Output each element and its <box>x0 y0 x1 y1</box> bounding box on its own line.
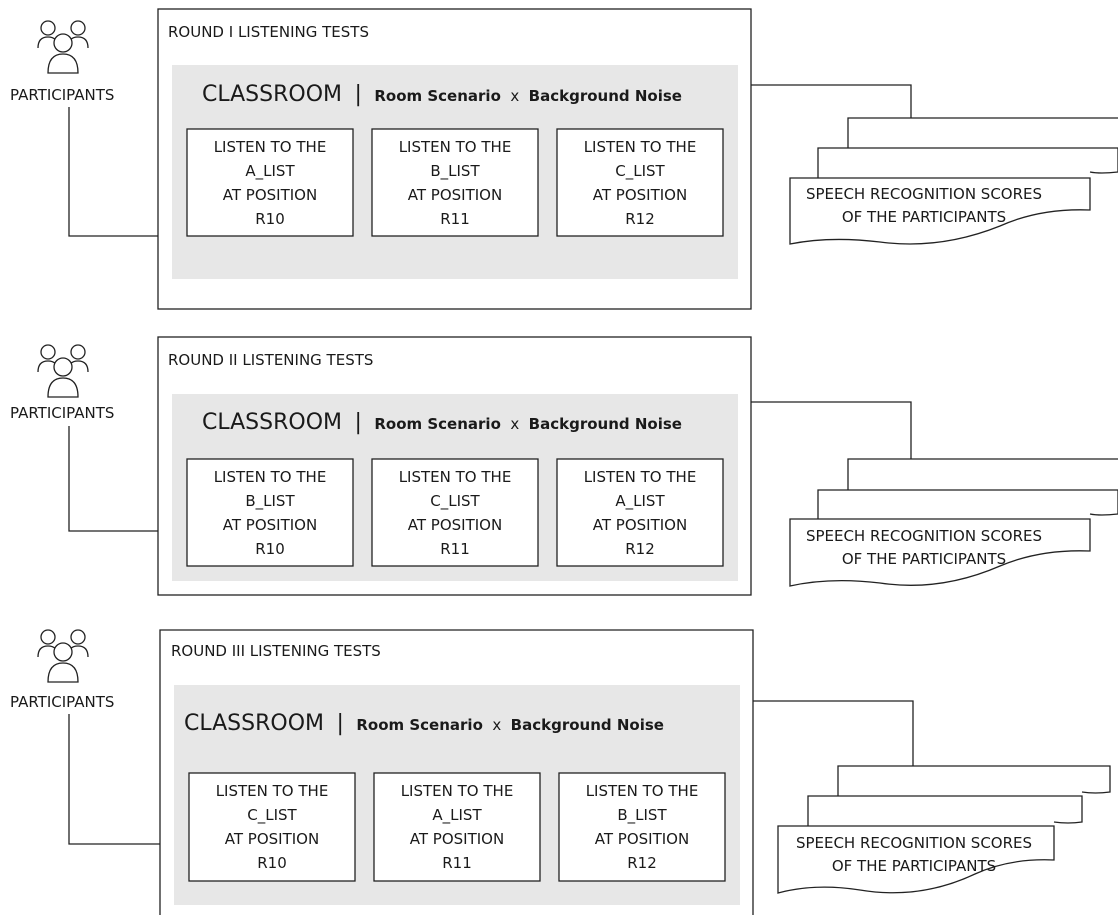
room-scenario-label: Room Scenario <box>374 415 501 433</box>
task-position: R12 <box>627 854 657 872</box>
task-position: R12 <box>625 210 655 228</box>
task-box: LISTEN TO THE A_LIST AT POSITION R10 <box>186 128 354 237</box>
task-list-name: B_LIST <box>245 492 295 511</box>
scores-line-2: OF THE PARTICIPANTS <box>842 208 1006 226</box>
task-position: R12 <box>625 540 655 558</box>
task-box: LISTEN TO THE B_LIST AT POSITION R10 <box>186 458 354 567</box>
task-line-1: LISTEN TO THE <box>584 468 697 486</box>
task-list-name: A_LIST <box>615 492 665 511</box>
task-line-1: LISTEN TO THE <box>586 782 699 800</box>
task-position: R11 <box>440 540 470 558</box>
scores-document <box>777 825 1055 894</box>
scores-document-stack: SPEECH RECOGNITION SCORES OF THE PARTICI… <box>789 458 1118 587</box>
task-box: LISTEN TO THE C_LIST AT POSITION R11 <box>371 458 539 567</box>
round-title: ROUND I LISTENING TESTS <box>168 23 369 41</box>
task-box: LISTEN TO THE A_LIST AT POSITION R12 <box>556 458 724 567</box>
task-box: LISTEN TO THE C_LIST AT POSITION R10 <box>188 772 356 882</box>
participants-connector <box>68 107 158 237</box>
task-box: LISTEN TO THE C_LIST AT POSITION R12 <box>556 128 724 237</box>
task-line-1: LISTEN TO THE <box>399 138 512 156</box>
task-line-3: AT POSITION <box>593 516 687 534</box>
scores-line-1: SPEECH RECOGNITION SCORES <box>796 834 1032 852</box>
round-title: ROUND III LISTENING TESTS <box>171 642 381 660</box>
task-position: R10 <box>255 210 285 228</box>
times-symbol: x <box>510 415 519 433</box>
classroom-heading: CLASSROOM | Room Scenario x Background N… <box>184 711 664 736</box>
task-line-1: LISTEN TO THE <box>401 782 514 800</box>
room-scenario-label: Room Scenario <box>374 87 501 105</box>
task-line-1: LISTEN TO THE <box>216 782 329 800</box>
classroom-label: CLASSROOM <box>202 410 342 435</box>
participants-icon <box>37 20 89 74</box>
scores-line-2: OF THE PARTICIPANTS <box>832 857 996 875</box>
task-line-3: AT POSITION <box>225 830 319 848</box>
scores-connector <box>751 401 912 459</box>
scores-document <box>789 518 1091 587</box>
times-symbol: x <box>492 716 501 734</box>
task-position: R10 <box>257 854 287 872</box>
task-list-name: C_LIST <box>430 492 480 511</box>
task-box: LISTEN TO THE B_LIST AT POSITION R11 <box>371 128 539 237</box>
times-symbol: x <box>510 87 519 105</box>
scores-line-1: SPEECH RECOGNITION SCORES <box>806 185 1042 203</box>
scores-document <box>789 177 1091 245</box>
task-list-name: A_LIST <box>245 162 295 181</box>
classroom-label: CLASSROOM <box>202 82 342 107</box>
scores-document-stack: SPEECH RECOGNITION SCORES OF THE PARTICI… <box>789 117 1118 245</box>
scores-line-2: OF THE PARTICIPANTS <box>842 550 1006 568</box>
task-line-3: AT POSITION <box>223 516 317 534</box>
task-list-name: B_LIST <box>617 806 667 825</box>
task-box: LISTEN TO THE B_LIST AT POSITION R12 <box>558 772 726 882</box>
scores-connector <box>753 700 914 766</box>
task-list-name: A_LIST <box>432 806 482 825</box>
participants-icon <box>37 629 89 683</box>
scores-line-1: SPEECH RECOGNITION SCORES <box>806 527 1042 545</box>
classroom-heading: CLASSROOM | Room Scenario x Background N… <box>202 410 682 435</box>
separator: | <box>336 711 343 736</box>
round-3: PARTICIPANTS ROUND III LISTENING TESTS C… <box>10 629 1111 915</box>
separator: | <box>354 410 361 435</box>
task-list-name: C_LIST <box>247 806 297 825</box>
task-line-3: AT POSITION <box>223 186 317 204</box>
scores-connector <box>751 84 912 118</box>
task-box: LISTEN TO THE A_LIST AT POSITION R11 <box>373 772 541 882</box>
task-list-name: C_LIST <box>615 162 665 181</box>
participants-connector <box>68 426 158 532</box>
background-noise-label: Background Noise <box>529 87 682 105</box>
background-noise-label: Background Noise <box>511 716 664 734</box>
separator: | <box>354 82 361 107</box>
classroom-heading: CLASSROOM | Room Scenario x Background N… <box>202 82 682 107</box>
task-line-1: LISTEN TO THE <box>399 468 512 486</box>
task-position: R11 <box>440 210 470 228</box>
task-position: R11 <box>442 854 472 872</box>
participants-label: PARTICIPANTS <box>10 404 114 422</box>
task-line-1: LISTEN TO THE <box>584 138 697 156</box>
task-line-1: LISTEN TO THE <box>214 468 327 486</box>
participants-label: PARTICIPANTS <box>10 693 114 711</box>
task-line-1: LISTEN TO THE <box>214 138 327 156</box>
task-line-3: AT POSITION <box>593 186 687 204</box>
room-scenario-label: Room Scenario <box>356 716 483 734</box>
task-line-3: AT POSITION <box>408 516 502 534</box>
task-line-3: AT POSITION <box>408 186 502 204</box>
participants-label: PARTICIPANTS <box>10 86 114 104</box>
participants-connector <box>68 714 160 845</box>
round-title: ROUND II LISTENING TESTS <box>168 351 373 369</box>
task-position: R10 <box>255 540 285 558</box>
background-noise-label: Background Noise <box>529 415 682 433</box>
participants-icon <box>37 344 89 398</box>
round-2: PARTICIPANTS ROUND II LISTENING TESTS CL… <box>10 336 1118 596</box>
task-list-name: B_LIST <box>430 162 480 181</box>
task-line-3: AT POSITION <box>410 830 504 848</box>
scores-document-stack: SPEECH RECOGNITION SCORES OF THE PARTICI… <box>777 765 1111 894</box>
task-line-3: AT POSITION <box>595 830 689 848</box>
round-1: PARTICIPANTS ROUND I LISTENING TESTS CLA… <box>10 8 1118 310</box>
classroom-label: CLASSROOM <box>184 711 324 736</box>
